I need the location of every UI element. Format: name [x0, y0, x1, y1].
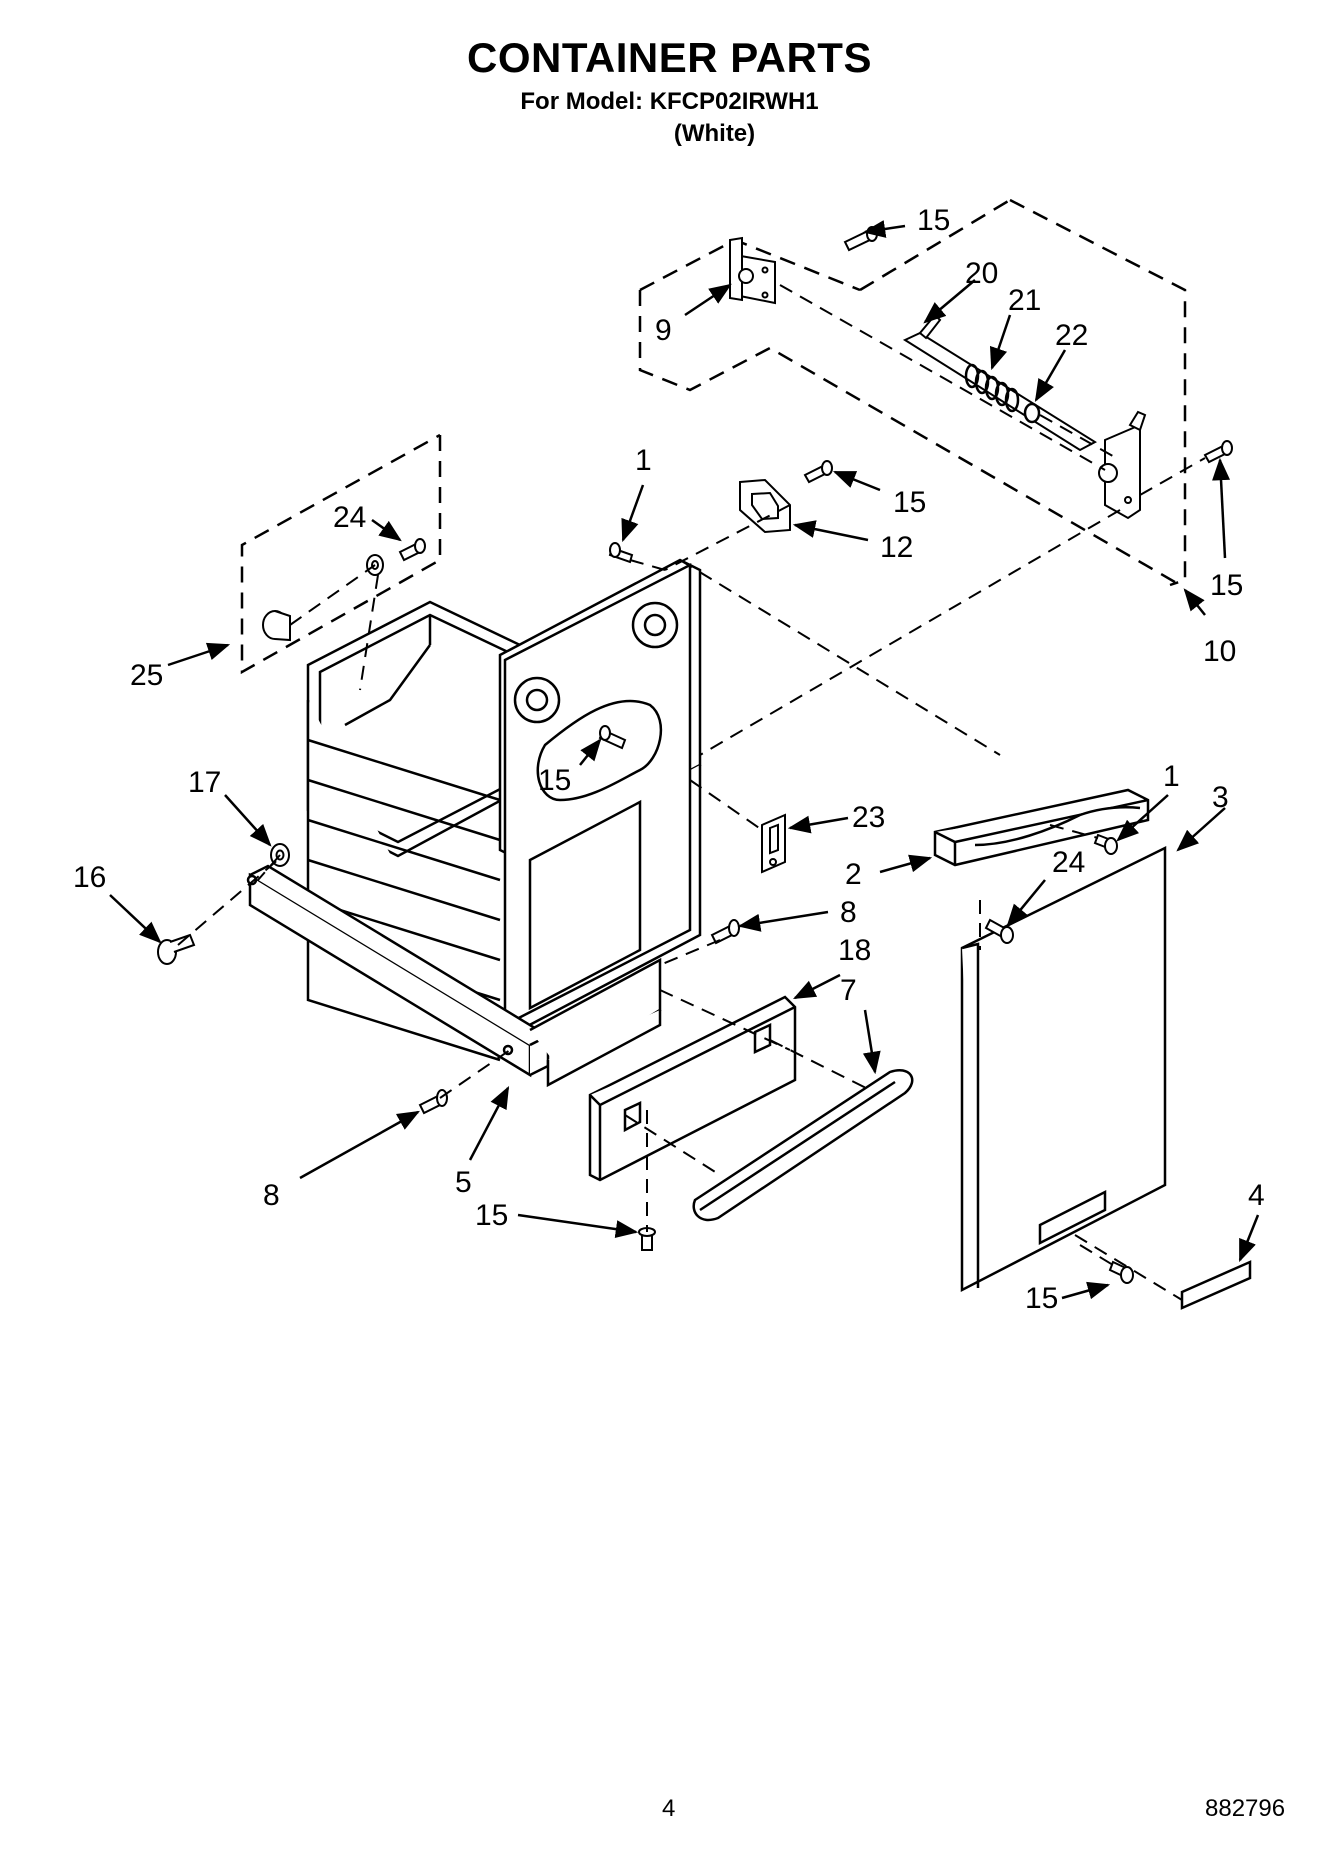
door-screw	[984, 918, 1014, 944]
callout-18: 18	[792, 934, 871, 1000]
document-number: 882796	[1205, 1795, 1286, 1822]
callout-21: 21	[989, 284, 1041, 371]
callout-23: 23	[787, 801, 885, 834]
door-bottom-screw	[1108, 1260, 1134, 1284]
callout-25: 25	[130, 642, 231, 692]
lower-hinge-bracket	[1098, 410, 1147, 520]
callout-4: 4	[1238, 1179, 1265, 1263]
callout-22: 22	[1034, 319, 1088, 402]
knob-screw	[398, 538, 426, 562]
callout-17: 17	[188, 766, 272, 847]
callout-16: 16	[73, 861, 162, 944]
callout-1-right: 1	[1116, 760, 1180, 842]
leveling-bolt	[157, 933, 196, 965]
svg-text:15: 15	[538, 764, 571, 797]
drawer-front	[588, 995, 797, 1182]
top-cover-trim	[933, 788, 1150, 867]
cabinet-top-screw	[608, 542, 634, 564]
page-number: 4	[662, 1795, 676, 1822]
cutaway-screw	[598, 725, 627, 750]
model-subtitle: For Model: KFCP02IRWH1	[520, 88, 819, 115]
svg-text:1: 1	[1163, 760, 1180, 793]
svg-text:9: 9	[655, 314, 672, 347]
svg-text:16: 16	[73, 861, 106, 894]
retainer-clip	[739, 478, 791, 534]
svg-text:17: 17	[188, 766, 221, 799]
trim-strip	[1180, 1260, 1252, 1310]
callout-7: 7	[840, 974, 881, 1075]
screw-8-lower	[418, 1089, 448, 1115]
callout-5: 5	[455, 1086, 510, 1199]
svg-text:2: 2	[845, 858, 862, 891]
svg-text:12: 12	[880, 531, 913, 564]
page-title: CONTAINER PARTS	[467, 34, 872, 81]
alignment-lines	[177, 284, 1206, 1301]
callout-2: 2	[845, 854, 933, 891]
svg-text:4: 4	[1248, 1179, 1265, 1212]
control-knob	[262, 610, 291, 642]
svg-text:1: 1	[635, 444, 652, 477]
svg-text:10: 10	[1203, 635, 1236, 668]
svg-text:15: 15	[893, 486, 926, 519]
svg-text:3: 3	[1212, 781, 1229, 814]
callout-15-top: 15	[862, 204, 950, 238]
svg-text:15: 15	[475, 1199, 508, 1232]
callout-8-upper: 8	[737, 896, 857, 932]
clip-screw	[803, 460, 833, 484]
svg-text:23: 23	[852, 801, 885, 834]
callout-20: 20	[923, 257, 998, 324]
container-body	[246, 558, 702, 1088]
knob-group-boundary	[240, 433, 442, 675]
svg-text:8: 8	[263, 1179, 280, 1212]
callout-10: 10	[1183, 588, 1236, 668]
screw-8-upper	[710, 919, 740, 945]
door-panel	[960, 845, 1167, 1293]
svg-text:25: 25	[130, 659, 163, 692]
callout-12: 12	[792, 520, 913, 564]
callout-15-clip: 15	[832, 470, 926, 519]
callout-24-knob: 24	[333, 501, 402, 542]
svg-text:18: 18	[838, 934, 871, 967]
callout-3: 3	[1176, 781, 1229, 852]
spring	[964, 363, 1020, 413]
upper-hinge-bracket	[729, 236, 776, 305]
cover-screw	[1093, 833, 1118, 855]
svg-text:15: 15	[917, 204, 950, 237]
svg-text:22: 22	[1055, 319, 1088, 352]
door-latch	[761, 813, 786, 874]
svg-text:7: 7	[840, 974, 857, 1007]
screw-right	[1203, 440, 1233, 464]
callout-8-lower: 8	[263, 1110, 420, 1212]
svg-text:5: 5	[455, 1166, 472, 1199]
svg-text:15: 15	[1025, 1282, 1058, 1315]
callout-15-door: 15	[1025, 1281, 1111, 1315]
callout-15-cutaway: 15	[538, 738, 602, 797]
svg-text:21: 21	[1008, 284, 1041, 317]
color-variant: (White)	[673, 120, 756, 147]
callout-1-top: 1	[621, 444, 652, 543]
svg-text:8: 8	[840, 896, 857, 929]
svg-text:15: 15	[1210, 569, 1243, 602]
svg-text:24: 24	[333, 501, 366, 534]
drawer-handle	[692, 1069, 914, 1222]
callout-15-drawer: 15	[475, 1199, 639, 1239]
hinge-group-boundary	[638, 198, 1187, 587]
callout-15-right: 15	[1210, 457, 1243, 602]
svg-text:24: 24	[1052, 846, 1085, 879]
callout-24-door: 24	[1006, 846, 1085, 927]
callout-9: 9	[655, 283, 732, 347]
spring-washer	[1023, 402, 1041, 424]
svg-text:20: 20	[965, 257, 998, 290]
